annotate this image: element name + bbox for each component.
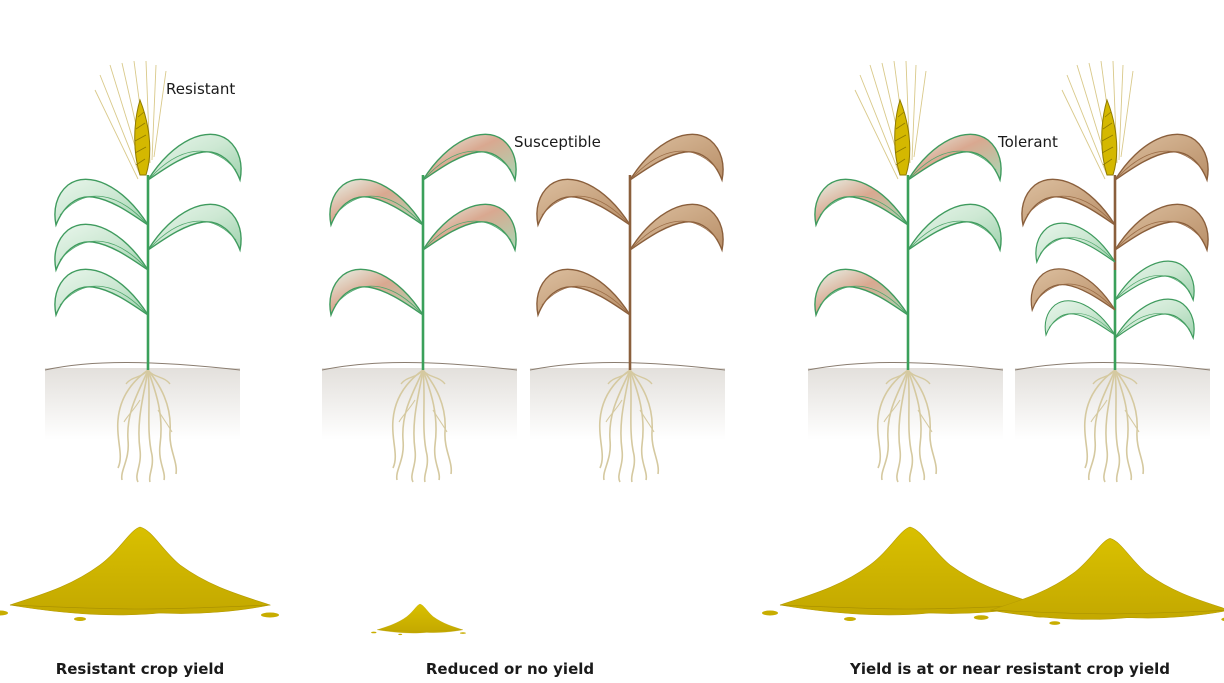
tolerant-grain-piles: [762, 527, 1224, 625]
tolerant-yield-caption: Yield is at or near resistant crop yield: [830, 660, 1190, 678]
susceptible-yield-caption: Reduced or no yield: [410, 660, 610, 678]
tolerant-plant-spotted: [808, 61, 1003, 482]
susceptible-grain-pile: [371, 604, 466, 635]
resistant-grain-pile: [0, 527, 279, 621]
susceptible-label: Susceptible: [514, 133, 601, 151]
tolerant-plant-regrowing: [1015, 61, 1210, 482]
resistant-yield-caption: Resistant crop yield: [40, 660, 240, 678]
tolerant-label: Tolerant: [998, 133, 1058, 151]
susceptible-plant-dead: [530, 134, 725, 482]
resistant-label: Resistant: [166, 80, 235, 98]
susceptible-plant-spotted: [322, 134, 517, 482]
resistant-plant: [45, 61, 241, 482]
